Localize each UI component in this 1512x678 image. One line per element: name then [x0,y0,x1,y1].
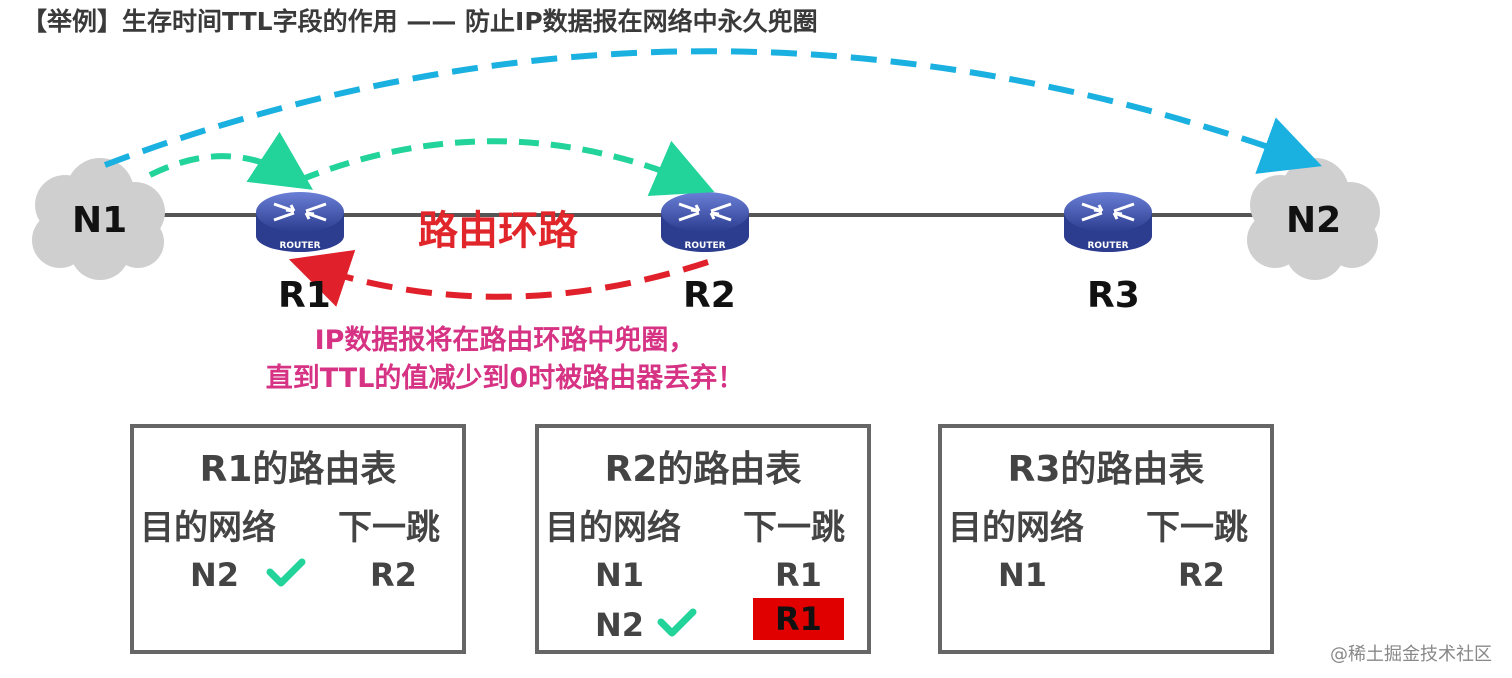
arrow-n1-to-n2 [103,48,1322,174]
arrow-r2-to-r1 [288,249,709,307]
router-r1-icon: ROUTER [256,192,344,252]
col-header-next: 下一跳 [338,508,440,548]
col-header-dest: 目的网络 [948,508,1084,548]
arrow-r1-to-r2 [298,138,715,197]
label-r2: R2 [683,275,736,316]
row-next: R2 [370,556,417,594]
router-r3-icon: ROUTER [1064,192,1152,252]
row-dest: N1 [595,556,645,594]
check-icon [657,608,697,637]
label-n2: N2 [1286,200,1342,241]
page-title: 【举例】生存时间TTL字段的作用 —— 防止IP数据报在网络中永久兜圈 [22,7,818,36]
row-dest: N2 [595,606,645,644]
label-n1: N1 [72,200,128,241]
col-header-dest: 目的网络 [140,508,276,548]
router-device-text: ROUTER [684,241,725,251]
label-r3: R3 [1087,275,1140,316]
table-title: R2的路由表 [604,449,802,490]
arrow-n1-to-r1 [148,131,314,190]
table-title: R1的路由表 [199,449,397,490]
check-icon [266,558,306,587]
col-header-next: 下一跳 [1146,508,1248,548]
router-device-text: ROUTER [279,241,320,251]
router-r2-icon: ROUTER [661,192,749,252]
col-header-dest: 目的网络 [545,508,681,548]
cloud-n2 [1247,158,1380,280]
highlighted-next-hop: R1 [753,598,844,640]
row-next: R2 [1178,556,1225,594]
watermark: @稀土掘金技术社区 [1330,644,1492,665]
routing-loop-label: 路由环路 [418,208,578,254]
label-r1: R1 [278,275,331,316]
col-header-next: 下一跳 [743,508,845,548]
routing-table-r2: R2的路由表 目的网络 下一跳 N1 R1 N2 R1 [535,424,871,654]
row-next-highlighted: R1 [753,598,844,640]
table-title: R3的路由表 [1007,449,1205,490]
routing-table-r3: R3的路由表 目的网络 下一跳 N1 R2 [938,424,1274,654]
warning-line-1: IP数据报将在路由环路中兜圈， [314,325,696,356]
row-dest: N1 [998,556,1048,594]
row-next: R1 [775,556,822,594]
row-dest: N2 [190,556,240,594]
router-device-text: ROUTER [1087,241,1128,251]
cloud-n1 [32,158,165,280]
warning-line-2: 直到TTL的值减少到0时被路由器丢弃！ [265,363,745,394]
routing-table-r1: R1的路由表 目的网络 下一跳 N2 R2 [130,424,466,654]
